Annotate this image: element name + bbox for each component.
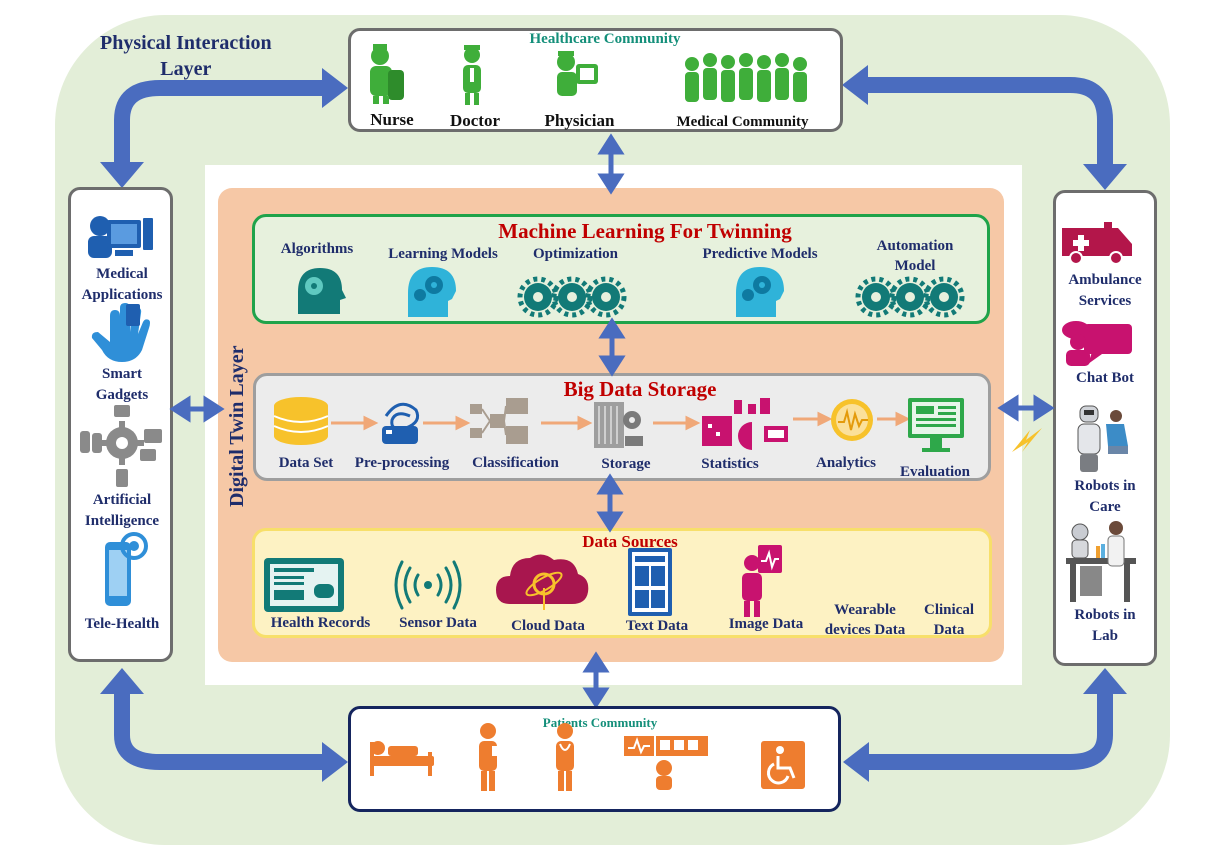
statistics-icon	[702, 398, 788, 450]
physician-label: Physician	[544, 111, 615, 130]
statistics-label: Statistics	[701, 456, 759, 472]
data-sources-title: Data Sources	[582, 532, 678, 551]
tele-health-label: Tele-Health	[84, 616, 160, 632]
ambulance-icon	[1062, 222, 1132, 265]
medical-applications-icon	[88, 216, 153, 258]
learning-models-head-icon	[408, 267, 456, 317]
chat-bot-icon	[1062, 321, 1132, 366]
chat-bot-label: Chat Bot	[1076, 370, 1134, 386]
robot-lab-icon	[1066, 521, 1136, 602]
sensor-data-label: Sensor Data	[399, 615, 477, 631]
predictive-models-label: Predictive Models	[702, 246, 818, 262]
dataset-label: Data Set	[278, 455, 334, 471]
arrow-right-bottom	[862, 685, 1113, 770]
wheelchair-icon	[761, 741, 805, 789]
classification-label: Classification	[472, 455, 559, 471]
optimization-gears-icon	[517, 276, 627, 318]
image-data-icon	[742, 545, 782, 617]
patients-community-title: Patients Community	[542, 715, 658, 730]
algorithms-head-icon	[298, 268, 346, 314]
preprocessing-label: Pre-processing	[354, 455, 450, 471]
dataset-icon	[273, 397, 329, 445]
text-data-label: Text Data	[625, 618, 689, 634]
arrow-left-bottom	[114, 685, 330, 770]
image-data-label: Image Data	[728, 616, 804, 632]
healthcare-community-title: Healthcare Community	[529, 31, 681, 47]
analytics-icon	[831, 399, 873, 441]
nurse-icon	[370, 44, 404, 104]
patient-monitor-icon	[624, 736, 708, 790]
automation-gears-icon	[855, 276, 965, 318]
evaluation-label: Evaluation	[899, 464, 971, 480]
physical-layer-title: Physical Interaction Layer	[100, 32, 272, 80]
doctor-icon	[463, 45, 481, 105]
arrow-right-top	[860, 77, 1113, 172]
analytics-label: Analytics	[816, 455, 876, 471]
nurse-label: Nurse	[370, 110, 414, 129]
learning-models-label: Learning Models	[388, 246, 498, 262]
storage-label: Storage	[601, 456, 651, 472]
lightning-icon	[1012, 428, 1042, 452]
medical-community-label: Medical Community	[676, 114, 809, 130]
health-records-label: Health Records	[270, 615, 371, 631]
patient-gown-icon	[556, 723, 574, 791]
data-sources-box	[252, 528, 992, 638]
medical-community-icon	[685, 53, 807, 102]
physician-icon	[557, 51, 598, 96]
pipeline-arrows	[331, 411, 911, 431]
doctor-label: Doctor	[449, 111, 501, 130]
ai-gear-icon	[80, 405, 162, 487]
arrow-left-top	[114, 80, 330, 172]
health-records-icon	[264, 558, 344, 612]
preprocessing-icon	[382, 402, 420, 444]
hand-gadgets-icon	[91, 303, 150, 362]
phone-icon	[105, 532, 148, 606]
big-data-title: Big Data Storage	[563, 377, 717, 401]
robot-care-icon	[1077, 405, 1128, 472]
patient-bed-icon	[370, 741, 434, 776]
cloud-data-label: Cloud Data	[511, 618, 585, 634]
sensor-icon	[394, 560, 462, 610]
evaluation-icon	[908, 398, 964, 452]
cloud-data-icon	[496, 554, 589, 610]
patient-standing-icon	[479, 723, 498, 791]
classification-icon	[470, 398, 528, 444]
storage-icon	[594, 402, 643, 448]
optimization-label: Optimization	[533, 246, 618, 262]
machine-learning-title: Machine Learning For Twinning	[498, 219, 792, 243]
algorithms-label: Algorithms	[280, 241, 354, 257]
predictive-models-head-icon	[736, 267, 784, 317]
text-data-icon	[628, 548, 672, 616]
